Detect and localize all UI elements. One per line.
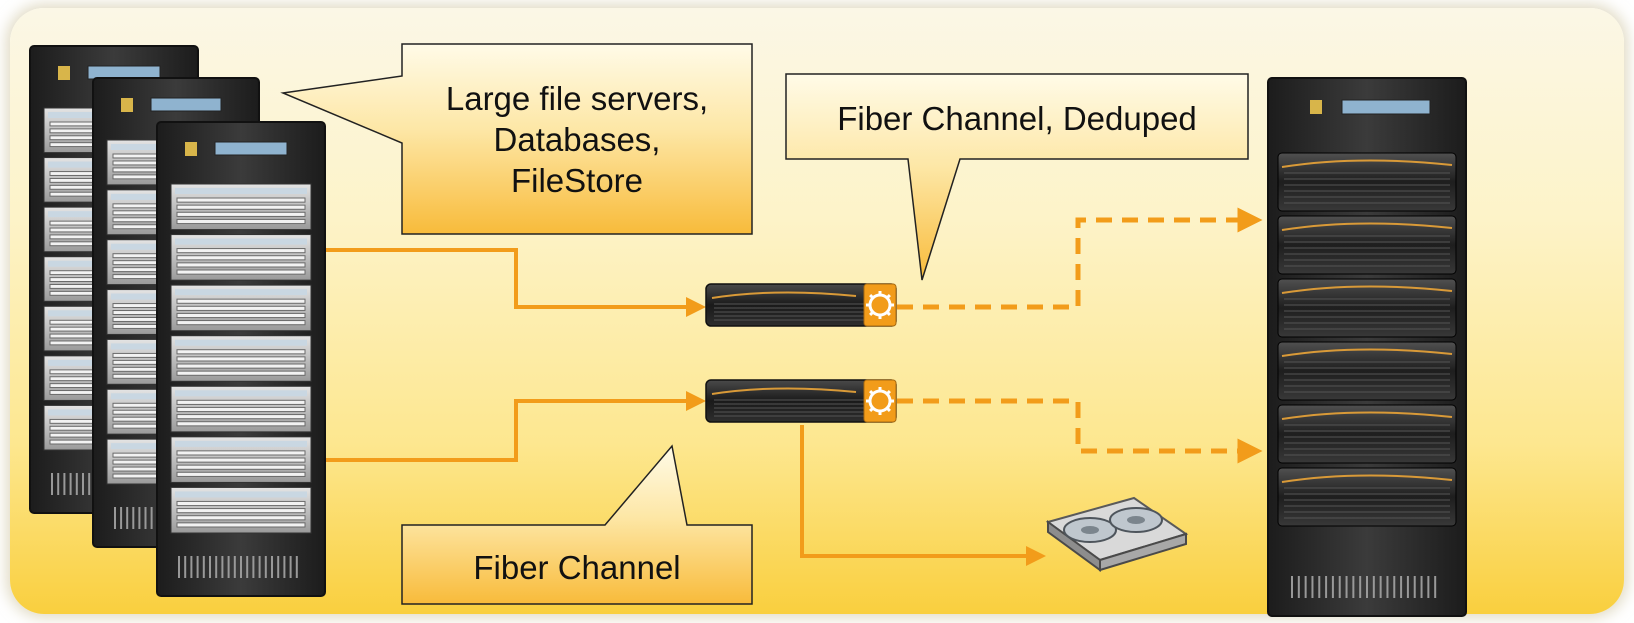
dedup-appliance-bottom	[705, 379, 897, 423]
connector-appliance-to-tape	[800, 425, 1046, 566]
connector-servers-to-appliance-bottom	[326, 391, 706, 462]
callout-fc-text: Fiber Channel	[473, 549, 681, 586]
callout-servers-text: Large file servers, Databases, FileStore	[445, 80, 709, 199]
dedup-link-bottom	[897, 398, 1263, 464]
dedup-appliance-top	[705, 283, 897, 327]
tape-cartridge-icon	[1045, 496, 1189, 572]
server-rack-front	[156, 121, 326, 597]
dedup-link-top	[897, 207, 1263, 310]
callout-dedup	[785, 73, 1249, 281]
storage-array	[1267, 77, 1467, 617]
callout-fc	[401, 444, 753, 605]
callout-dedup-text: Fiber Channel, Deduped	[837, 100, 1197, 137]
connector-servers-to-appliance-top	[326, 248, 706, 317]
callout-servers	[280, 43, 753, 235]
